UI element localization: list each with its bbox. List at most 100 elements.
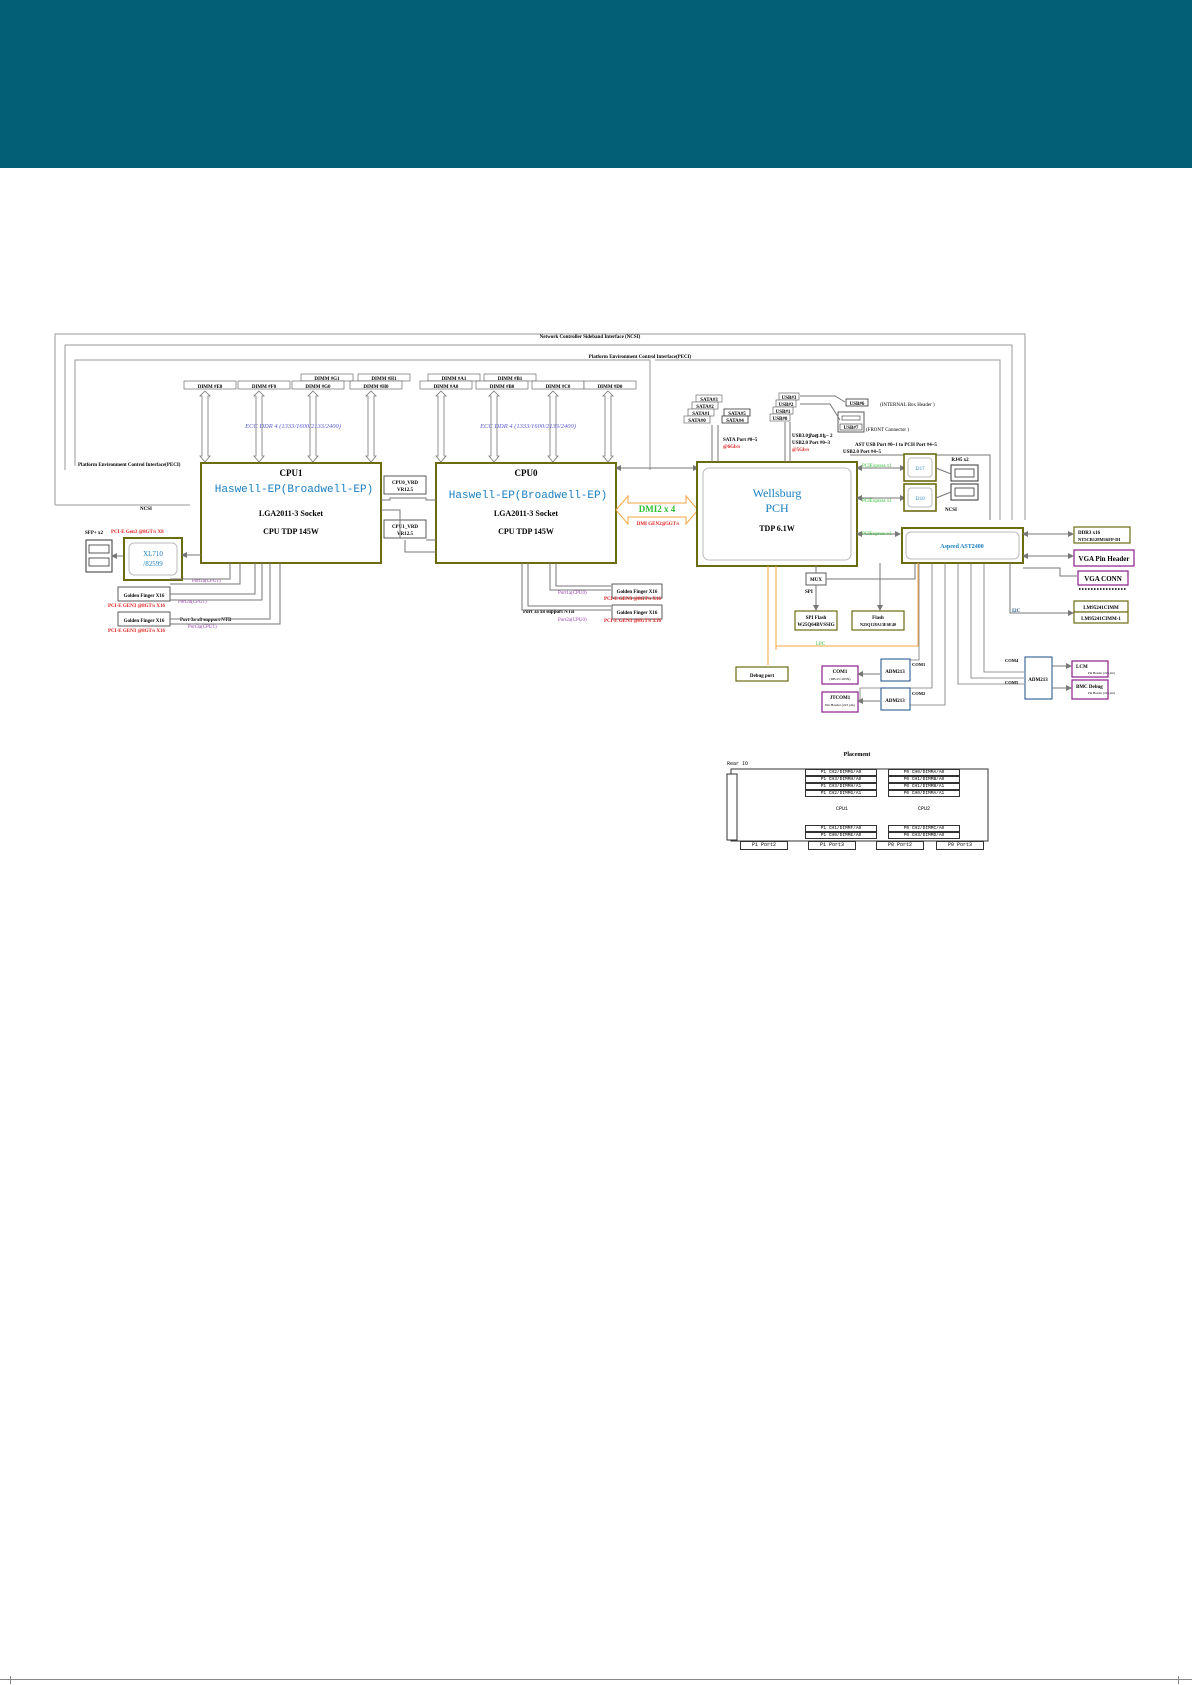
left-port3-label: Port3a(CPU1) bbox=[188, 625, 217, 630]
adm213-bottom-box bbox=[880, 687, 911, 711]
bmc-debug-sub: Pin Header (2x5 pin) bbox=[1088, 691, 1115, 695]
i2c-label: I2C bbox=[1012, 609, 1020, 614]
right-port2-label: Port2a(CPU0) bbox=[558, 618, 587, 623]
cpu0-memory-arrows bbox=[435, 390, 614, 463]
ecc-left-label: ECC DDR 4 (1333/1600/2133/2400) bbox=[244, 423, 341, 430]
pch-label: PCH bbox=[765, 501, 789, 515]
jtcom1-sub: Pin Header (2x5 pin) bbox=[825, 703, 855, 707]
cpu0-block: CPU0 Haswell-EP(Broadwell-EP) LGA2011-3 … bbox=[435, 462, 617, 564]
header-banner bbox=[0, 0, 1192, 168]
ddr3-box bbox=[1073, 526, 1131, 544]
sata4-box bbox=[721, 415, 749, 424]
cpu2-dimm-slot: P0 CH1/DIMMB/A0 bbox=[888, 776, 960, 783]
placement-title: Placement bbox=[844, 752, 871, 758]
rear-io-label: Rear IO bbox=[727, 761, 748, 767]
sfp-label: SFP+ x2 bbox=[85, 531, 103, 536]
lcm-label: LCM bbox=[1076, 665, 1088, 670]
right-ntb-label: Port 3a x8 support NTB bbox=[523, 610, 575, 615]
left-ntb-label: Port 3a x8 support NTB bbox=[180, 618, 232, 623]
peci-left-label: Platform Environment Control Interface(P… bbox=[78, 463, 181, 468]
dimm-c0-label: DIMM #C0 bbox=[546, 385, 571, 390]
com1-label: COM1 bbox=[833, 670, 848, 675]
dimm-d0-label: DIMM #D0 bbox=[598, 385, 623, 390]
usb6-label: USB#6 bbox=[850, 402, 865, 407]
usb7-label: USB#7 bbox=[844, 426, 859, 431]
usb7-box bbox=[839, 423, 863, 431]
dimm-a0-label: DIMM #A0 bbox=[434, 385, 459, 390]
cpu0-model: Haswell-EP(Broadwell-EP) bbox=[449, 490, 607, 502]
vga-header-box bbox=[1073, 549, 1135, 567]
cpu0-dimm-row: DIMM #A1 DIMM #B1 DIMM #A0 DIMM #B0 DIMM… bbox=[419, 373, 637, 390]
lpc-debug: LPC Debug port bbox=[735, 563, 919, 682]
usb6-box bbox=[845, 398, 869, 407]
i217-label: I217 bbox=[915, 467, 925, 472]
dimm-a0-slot bbox=[419, 380, 473, 390]
dimm-f0-slot bbox=[237, 380, 291, 390]
com1-box bbox=[821, 665, 859, 685]
cpu1-memory-arrows bbox=[199, 390, 377, 463]
sata-cluster: SATA#3 SATA#2 SATA#1 SATA#0 SATA#5 SATA#… bbox=[683, 394, 758, 462]
sata5-label: SATA#5 bbox=[728, 412, 746, 417]
cpu0-socket: LGA2011-3 Socket bbox=[494, 509, 559, 518]
cpu1-dimm-slot: P1 CH2/DIMMG/A0 bbox=[805, 769, 877, 776]
ncsi-small-label: NCSI bbox=[945, 508, 957, 513]
usb-front-label: (FRONT Connector ) bbox=[866, 428, 909, 433]
sata3-label: SATA#3 bbox=[700, 398, 718, 403]
cpu0-vrd-label: CPU0_VRD bbox=[392, 481, 418, 486]
com-cluster-right: ADM213 COM4 COM5 LCM Pin Header (2x5 pin… bbox=[1005, 656, 1115, 700]
left-finger-1-bus: PCI-E GEN3 @8GT/s X16 bbox=[108, 604, 166, 609]
vga-conn-box bbox=[1077, 570, 1129, 586]
com5-label: COM5 bbox=[1005, 680, 1019, 685]
usb2-port-label: USB2.0 Port #0~3 bbox=[792, 441, 831, 446]
usb1-label: USB#1 bbox=[776, 410, 791, 415]
usb0-label: USB#0 bbox=[773, 417, 788, 422]
dimm-f0-label: DIMM #F0 bbox=[252, 385, 277, 390]
pch-name: Wellsburg bbox=[753, 486, 802, 500]
dimm-h0-label: DIMM #H0 bbox=[363, 385, 389, 390]
usb3-label: USB#3 bbox=[782, 396, 797, 401]
dimm-e0-slot bbox=[183, 380, 237, 390]
usb-cluster: USB#3 USB#2 USB#1 USB#0 USB#6 (INTERNAL … bbox=[769, 392, 991, 520]
nic-name: XL710 bbox=[143, 550, 163, 558]
cpu1-block: CPU1 Haswell-EP(Broadwell-EP) LGA2011-3 … bbox=[200, 462, 382, 564]
cpu1-socket: LGA2011-3 Socket bbox=[259, 509, 324, 518]
com4-label: COM4 bbox=[1005, 658, 1019, 663]
spi-flash-part: W25Q64BVSSIG bbox=[797, 623, 834, 628]
left-port2-label: Port2a(CPU1) bbox=[178, 600, 207, 605]
cpu1-dimm-slot: P1 CH3/DIMMH/A1 bbox=[805, 783, 877, 790]
dimm-e0-label: DIMM #E0 bbox=[198, 385, 223, 390]
cpu2-placement-label: CPU2 bbox=[918, 806, 931, 812]
pcie-port-slot: P0 Port2 bbox=[876, 841, 924, 850]
dimm-a1-label: DIMM #A1 bbox=[442, 377, 467, 382]
right-finger-1-box bbox=[611, 583, 663, 599]
cpu1-placement-label: CPU1 bbox=[836, 806, 849, 812]
com1-sub: (DB-9 CONN) bbox=[830, 677, 852, 681]
cpu2-dimm-slot: P0 CH0/DIMMA/A0 bbox=[888, 769, 960, 776]
dmi-speed: DMI GEN2@5GT/s bbox=[637, 522, 680, 527]
dimm-b0-slot bbox=[475, 380, 529, 390]
right-finger-1-bus: PCI-E GEN3 @8GT/s X16 bbox=[604, 597, 662, 602]
cpu1-dimm-slot: P1 CH0/DIMME/A0 bbox=[805, 832, 877, 839]
sata0-box bbox=[683, 415, 711, 424]
pch-tdp: TDP 6.1W bbox=[759, 524, 795, 533]
pcie-port-slot: P0 Port3 bbox=[936, 841, 984, 850]
adm213-bottom-label: ADM213 bbox=[885, 699, 905, 704]
ddr3-part: NT5CB128M16FP-DI bbox=[1078, 537, 1120, 542]
cpu1-title: CPU1 bbox=[280, 468, 303, 478]
i210-label: I210 bbox=[915, 497, 925, 502]
bmc-debug-label: BMC Debug bbox=[1076, 685, 1103, 690]
cpu1-vrd-ver: VR12.5 bbox=[397, 532, 413, 537]
cpu2-dimm-slot: P0 CH0/DIMMA/A1 bbox=[888, 790, 960, 797]
right-finger-2-label: Golden Finger X16 bbox=[617, 611, 658, 616]
dmi-link: DMI2 x 4 DMI GEN2@5GT/s bbox=[615, 494, 699, 527]
cpu1-vrd-box bbox=[383, 519, 427, 539]
lpc-label: LPC bbox=[816, 642, 826, 647]
pcie-x1-label-3: PCIExpress x1 bbox=[862, 532, 892, 537]
bus-frames bbox=[54, 333, 1026, 520]
lcm-sub: Pin Header (2x5 pin) bbox=[1088, 671, 1115, 675]
ncsi-left-label: NCSI bbox=[140, 507, 152, 512]
right-port1-label: Port1a(CPU0) bbox=[558, 591, 587, 596]
dimm-g0-label: DIMM #G0 bbox=[305, 385, 331, 390]
dimm-g0-slot bbox=[291, 380, 345, 390]
left-finger-1-label: Golden Finger X16 bbox=[124, 594, 165, 599]
